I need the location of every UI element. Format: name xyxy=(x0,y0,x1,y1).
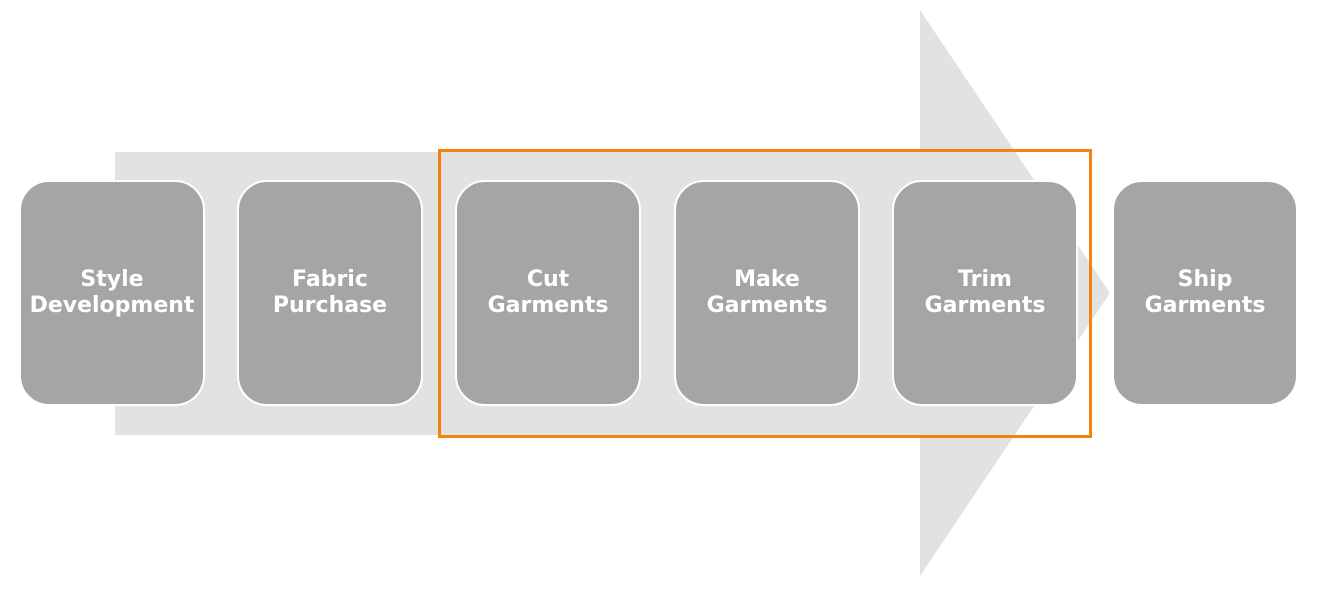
step-fabric-purchase: Fabric Purchase xyxy=(237,180,423,406)
step-trim-garments: Trim Garments xyxy=(892,180,1078,406)
step-label: Fabric Purchase xyxy=(272,267,388,318)
step-make-garments: Make Garments xyxy=(674,180,860,406)
step-cut-garments: Cut Garments xyxy=(455,180,641,406)
step-label: Make Garments xyxy=(706,267,828,318)
step-style-development: Style Development xyxy=(19,180,205,406)
step-ship-garments: Ship Garments xyxy=(1112,180,1298,406)
step-label: Style Development xyxy=(29,267,195,318)
step-label: Cut Garments xyxy=(487,267,609,318)
step-label: Trim Garments xyxy=(924,267,1046,318)
step-label: Ship Garments xyxy=(1144,267,1266,318)
